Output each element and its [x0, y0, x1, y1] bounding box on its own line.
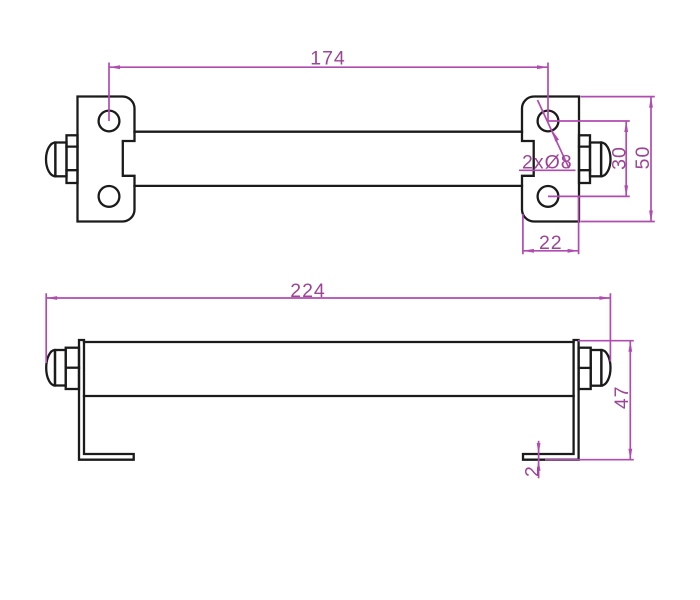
svg-text:30: 30 [609, 146, 631, 170]
svg-text:2: 2 [521, 465, 543, 477]
svg-text:224: 224 [290, 280, 326, 302]
svg-text:174: 174 [310, 48, 346, 70]
svg-text:47: 47 [611, 385, 633, 409]
svg-text:2xØ8: 2xØ8 [522, 152, 573, 174]
svg-text:50: 50 [632, 146, 654, 170]
svg-text:22: 22 [539, 232, 563, 254]
